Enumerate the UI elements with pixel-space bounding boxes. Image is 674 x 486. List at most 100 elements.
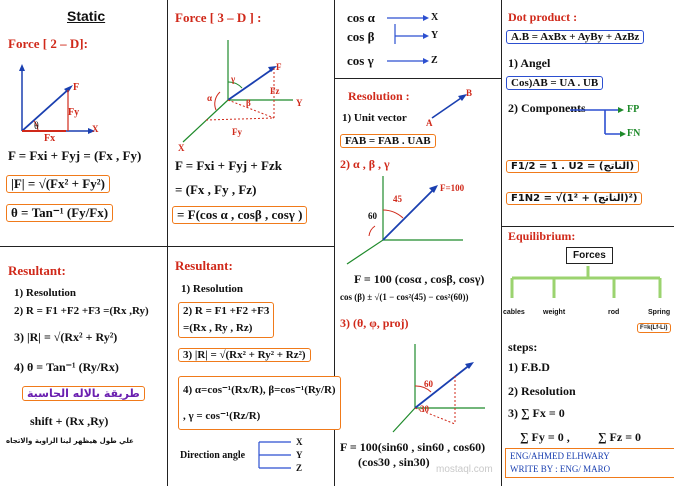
diagram2d-fx-label: Fx — [44, 133, 56, 144]
diagram3d-fy-label: Fy — [232, 127, 242, 137]
resolution-col2: 1) Resolution — [181, 283, 244, 295]
equilibrium-heading: Equilibrium: — [508, 229, 576, 243]
force2d-theta-eq: θ = Tan⁻¹ (Fy/Fx) — [6, 204, 114, 222]
fn-label: FN — [627, 128, 641, 139]
step-sum-fz: ∑ Fz = 0 — [598, 430, 642, 444]
resolution-heading-col3: Resolution : — [348, 89, 410, 103]
diagram3d-fz-label: Fz — [270, 86, 280, 96]
cos-alpha-label: cos α — [347, 10, 375, 25]
resultant-eq-col2: 2) R = F1 +F2 +F3 =(Rx , Ry , Rz) — [178, 302, 275, 338]
shift-instruction: shift + (Rx ,Ry) — [30, 414, 109, 428]
proj-angle-30: 30 — [420, 404, 429, 414]
resultant-eq-line2: =(Rx , Ry , Rz) — [183, 322, 253, 334]
resultant-magnitude-col1: 3) |R| = √(Rx² + Ry²) — [14, 330, 118, 344]
divider-row-col1 — [0, 246, 167, 247]
fp-label: FP — [627, 104, 640, 115]
arabic-note: علي طول هيظهر لينا الزاوية والاتجاه — [6, 437, 134, 445]
step-resolution: 2) Resolution — [508, 384, 576, 398]
resultant-heading-col2: Resultant: — [175, 258, 233, 273]
credit-line1: ENG/AHMED ELHWARY — [510, 451, 610, 461]
unit-vector-label: 1) Unit vector — [342, 112, 407, 124]
step-sum-fy: ∑ Fy = 0 , — [520, 430, 570, 444]
spring-eq: F=k(Lf-Li) — [637, 323, 671, 333]
force3d-vector-eq: F = Fxi + Fyj + Fzk — [175, 158, 282, 173]
cos-beta-label: cos β — [347, 29, 375, 44]
direction-angle-bracket — [258, 441, 291, 469]
direction-angle-label: Direction angle — [180, 450, 246, 461]
cos-gamma-label: cos γ — [347, 53, 374, 68]
direction-angles-line1: 4) α=cos⁻¹(Rx/R), β=cos⁻¹(Ry/R) — [183, 384, 336, 396]
divider-col2 — [334, 0, 335, 486]
force3d-heading: Force [ 3 – D ] : — [175, 10, 262, 25]
point-b-label: B — [466, 88, 473, 98]
step-fbd: 1) F.B.D — [508, 360, 550, 374]
diagram3d-beta-label: β — [246, 98, 251, 108]
resultant-heading-col1: Resultant: — [8, 263, 66, 278]
resolution-col1: 1) Resolution — [14, 287, 77, 299]
components-label: 2) Components — [508, 101, 586, 115]
force3d-cos-eq: = F(cos α , cosβ , cosγ ) — [172, 206, 308, 224]
proj-eq-line2: (cos30 , sin30) — [358, 455, 430, 469]
divider-row-col3 — [335, 78, 501, 79]
direction-angles-line2: , γ = cos⁻¹(Rz/R) — [183, 410, 261, 422]
angle-60-label: 60 — [368, 211, 377, 221]
cos-beta-eq: cos (β) ± √(1 − cos²(45) − cos²(60)) — [340, 292, 469, 302]
credit-line2: WRITE BY : ENG/ MARO — [510, 464, 611, 474]
resultant-magnitude-col2: 3) |R| = √(Rx² + Ry² + Rz²) — [178, 348, 311, 362]
direction-axis-z: Z — [296, 463, 303, 473]
divider-row-col4 — [502, 226, 674, 227]
diagram3d-alpha-label: α — [207, 93, 213, 103]
diagram2d-f-label: F — [73, 82, 80, 93]
dot-product-heading: Dot product : — [508, 10, 578, 24]
page-title: Static — [67, 8, 106, 24]
divider-col1 — [167, 0, 168, 486]
forces-box: Forces — [566, 247, 613, 264]
diagram2d-x-label: X — [92, 124, 99, 134]
point-a-label: A — [426, 118, 433, 128]
proj-heading: 3) (θ, φ, proj) — [340, 316, 409, 330]
diagram3d-f-label: F — [276, 62, 282, 72]
f100-eq: F = 100 (cosα , cosβ, cosγ) — [354, 272, 485, 286]
diagram3d-x-label: X — [178, 143, 185, 153]
branch-weight: weight — [543, 309, 566, 316]
force3d-tuple-eq: = (Fx , Fy , Fz) — [175, 182, 257, 197]
diagram3d-gamma-label: γ — [231, 74, 236, 84]
branch-cables: cables — [503, 309, 525, 316]
watermark: mostaql.com — [436, 464, 493, 475]
steps-heading: steps: — [508, 340, 538, 354]
cos-axis-y: Y — [431, 30, 439, 41]
angle-45-label: 45 — [393, 194, 402, 204]
force2d-vector-eq: F = Fxi + Fyj = (Fx , Fy) — [8, 148, 142, 163]
branch-rod: rod — [608, 309, 620, 316]
diagram-force-label: F=100 — [440, 183, 465, 193]
cos-ab-eq: Cos)AB = UA . UB — [506, 76, 604, 90]
divider-row-col2 — [168, 246, 334, 247]
angel-label: 1) Angel — [508, 56, 551, 70]
arabic-calculator-method: طريقة بالاله الحاسبة — [22, 386, 145, 401]
divider-col3 — [501, 0, 502, 486]
cos-axis-mapping — [387, 15, 429, 64]
angles-diagram — [346, 176, 463, 265]
force2d-diagram — [19, 64, 95, 134]
diagram2d-fy-label: Fy — [68, 107, 80, 118]
force3d-diagram — [182, 40, 293, 143]
projection-diagram — [392, 344, 485, 433]
f1n2-eq: F1N2 = √(1² + (الناتج)²) — [506, 192, 643, 205]
forces-tree — [510, 266, 662, 298]
step-sum-fx: 3) ∑ Fx = 0 — [508, 406, 565, 420]
direction-angles-box: 4) α=cos⁻¹(Rx/R), β=cos⁻¹(Ry/R) , γ = co… — [178, 376, 341, 430]
force2d-heading: Force [ 2 – D]: — [8, 36, 88, 51]
proj-eq-line1: F = 100(sin60 , sin60 , cos60) — [340, 440, 486, 454]
resultant-eq-col1: 2) R = F1 +F2 +F3 =(Rx ,Ry) — [14, 305, 149, 317]
components-arrows — [570, 107, 626, 137]
diagram2d-theta-label: θ — [34, 121, 39, 132]
direction-axis-y: Y — [296, 450, 303, 460]
f12-eq: F1/2 = 1 . U2 = (الناتج) — [506, 160, 640, 173]
diagram3d-y-label: Y — [296, 98, 303, 108]
resultant-eq-line1: 2) R = F1 +F2 +F3 — [183, 305, 270, 317]
dot-product-eq: A.B = AxBx + AyBy + AzBz — [506, 30, 645, 44]
fab-eq: FAB = FAB . UAB — [340, 134, 436, 148]
angles-heading: 2) α , β , γ — [340, 157, 390, 171]
ab-vector-diagram — [431, 94, 467, 119]
proj-angle-60: 60 — [424, 379, 433, 389]
